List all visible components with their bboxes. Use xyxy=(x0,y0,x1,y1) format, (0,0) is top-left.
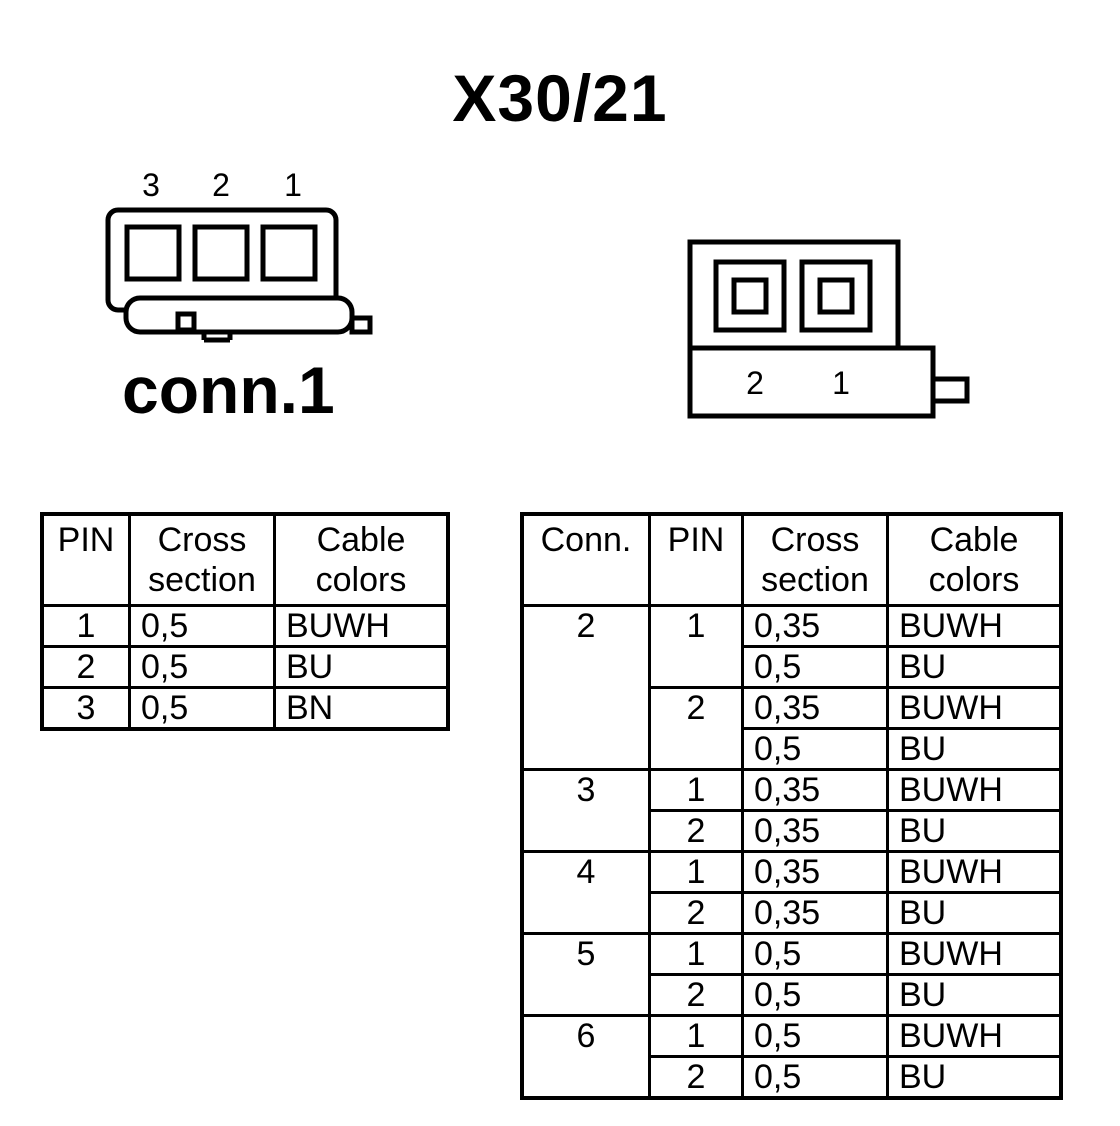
cross-section-cell: 0,35 xyxy=(741,686,889,730)
conn-cell: 6 xyxy=(520,1014,651,1100)
cable-color-cell: BU xyxy=(886,727,1063,771)
cable-color-cell: BU xyxy=(886,645,1063,689)
pin-cell: 1 xyxy=(648,768,744,812)
connector-2-drawing xyxy=(687,239,970,419)
table-row: 2 0,5 BU xyxy=(40,645,450,689)
pin-cell: 1 xyxy=(648,932,744,976)
cross-section-cell: 0,5 xyxy=(128,604,276,648)
cross-section-cell: 0,5 xyxy=(128,645,276,689)
cross-section-cell: 0,35 xyxy=(741,850,889,894)
cable-color-cell: BU xyxy=(886,973,1063,1017)
cable-color-cell: BUWH xyxy=(886,686,1063,730)
table-row: 3 0,5 BN xyxy=(40,686,450,731)
pin-cell: 1 xyxy=(648,1014,744,1058)
pin-cell: 2 xyxy=(40,645,131,689)
conn-cell: 3 xyxy=(520,768,651,853)
cable-color-cell: BU xyxy=(886,891,1063,935)
pin-cell: 2 xyxy=(648,973,744,1017)
cross-section-cell: 0,5 xyxy=(741,973,889,1017)
cross-section-cell: 0,5 xyxy=(741,932,889,976)
cable-color-cell: BUWH xyxy=(886,604,1063,648)
pin-cell: 2 xyxy=(648,809,744,853)
cable-color-cell: BU xyxy=(273,645,450,689)
cable-color-cell: BUWH xyxy=(273,604,450,648)
conn1-pin-label-3: 3 xyxy=(142,167,160,203)
conn1-pin-label-1: 1 xyxy=(284,167,302,203)
cross-section-cell: 0,5 xyxy=(741,727,889,771)
header-pin: PIN xyxy=(648,512,744,607)
cable-color-cell: BUWH xyxy=(886,932,1063,976)
header-pin: PIN xyxy=(40,512,131,607)
diagram-title: X30/21 xyxy=(452,61,668,135)
cross-section-cell: 0,5 xyxy=(741,645,889,689)
cross-section-cell: 0,5 xyxy=(741,1014,889,1058)
pin-cell: 2 xyxy=(648,686,744,771)
cross-section-cell: 0,35 xyxy=(741,891,889,935)
conn2-pin-label-1: 1 xyxy=(832,365,850,401)
cable-color-cell: BUWH xyxy=(886,768,1063,812)
table-row: 1 0,5 BUWH xyxy=(40,604,450,648)
pin-cell: 2 xyxy=(648,1055,744,1100)
pin-cell: 1 xyxy=(648,604,744,689)
cable-color-cell: BUWH xyxy=(886,850,1063,894)
header-conn: Conn. xyxy=(520,512,651,607)
connector-1-drawing xyxy=(105,207,373,343)
cable-color-cell: BUWH xyxy=(886,1014,1063,1058)
pin-cell: 1 xyxy=(648,850,744,894)
conn-cell: 4 xyxy=(520,850,651,935)
pin-cell: 2 xyxy=(648,891,744,935)
connector-drawings: 3 2 1 2 1 xyxy=(105,167,970,419)
cross-section-cell: 0,35 xyxy=(741,809,889,853)
conn-cell: 5 xyxy=(520,932,651,1017)
conn2-pin-label-2: 2 xyxy=(746,365,764,401)
pin-cell: 1 xyxy=(40,604,131,648)
pin-cell: 3 xyxy=(40,686,131,731)
connector-1-label: conn.1 xyxy=(122,353,335,427)
conn1-pin-label-2: 2 xyxy=(212,167,230,203)
cross-section-cell: 0,5 xyxy=(741,1055,889,1100)
cable-color-cell: BN xyxy=(273,686,450,731)
cable-color-cell: BU xyxy=(886,809,1063,853)
cross-section-cell: 0,35 xyxy=(741,604,889,648)
cross-section-cell: 0,35 xyxy=(741,768,889,812)
cross-section-cell: 0,5 xyxy=(128,686,276,731)
conn-cell: 2 xyxy=(520,604,651,771)
cable-color-cell: BU xyxy=(886,1055,1063,1100)
